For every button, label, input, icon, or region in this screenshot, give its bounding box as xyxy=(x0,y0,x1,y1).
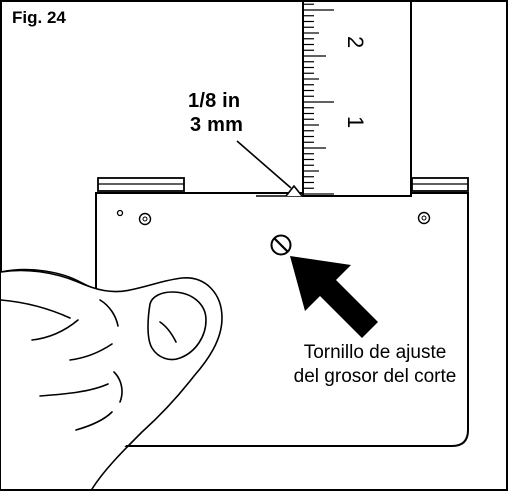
measurement-imperial: 1/8 in xyxy=(188,90,241,112)
rivet-left-icon xyxy=(138,212,152,226)
ruler-ticks: 21 xyxy=(304,3,368,195)
callout-line-2: del grosor del corte xyxy=(293,366,457,387)
leader-line xyxy=(236,140,292,189)
small-hole-icon xyxy=(116,209,124,217)
figure-label: Fig. 24 xyxy=(12,8,66,27)
rivet-right-icon xyxy=(417,211,431,225)
arrow-icon xyxy=(290,256,378,338)
callout-line-1: Tornillo de ajuste xyxy=(303,342,447,363)
adjustment-screw-icon xyxy=(270,234,292,256)
blade-tip xyxy=(256,184,305,197)
measurement-metric: 3 mm xyxy=(190,114,244,136)
guide-tab-left xyxy=(97,177,185,192)
hand-illustration xyxy=(0,268,223,490)
ruler-mark-label: 2 xyxy=(343,36,368,48)
guide-tab-right xyxy=(411,177,469,192)
ruler-mark-label: 1 xyxy=(343,116,368,128)
ruler xyxy=(302,0,412,197)
